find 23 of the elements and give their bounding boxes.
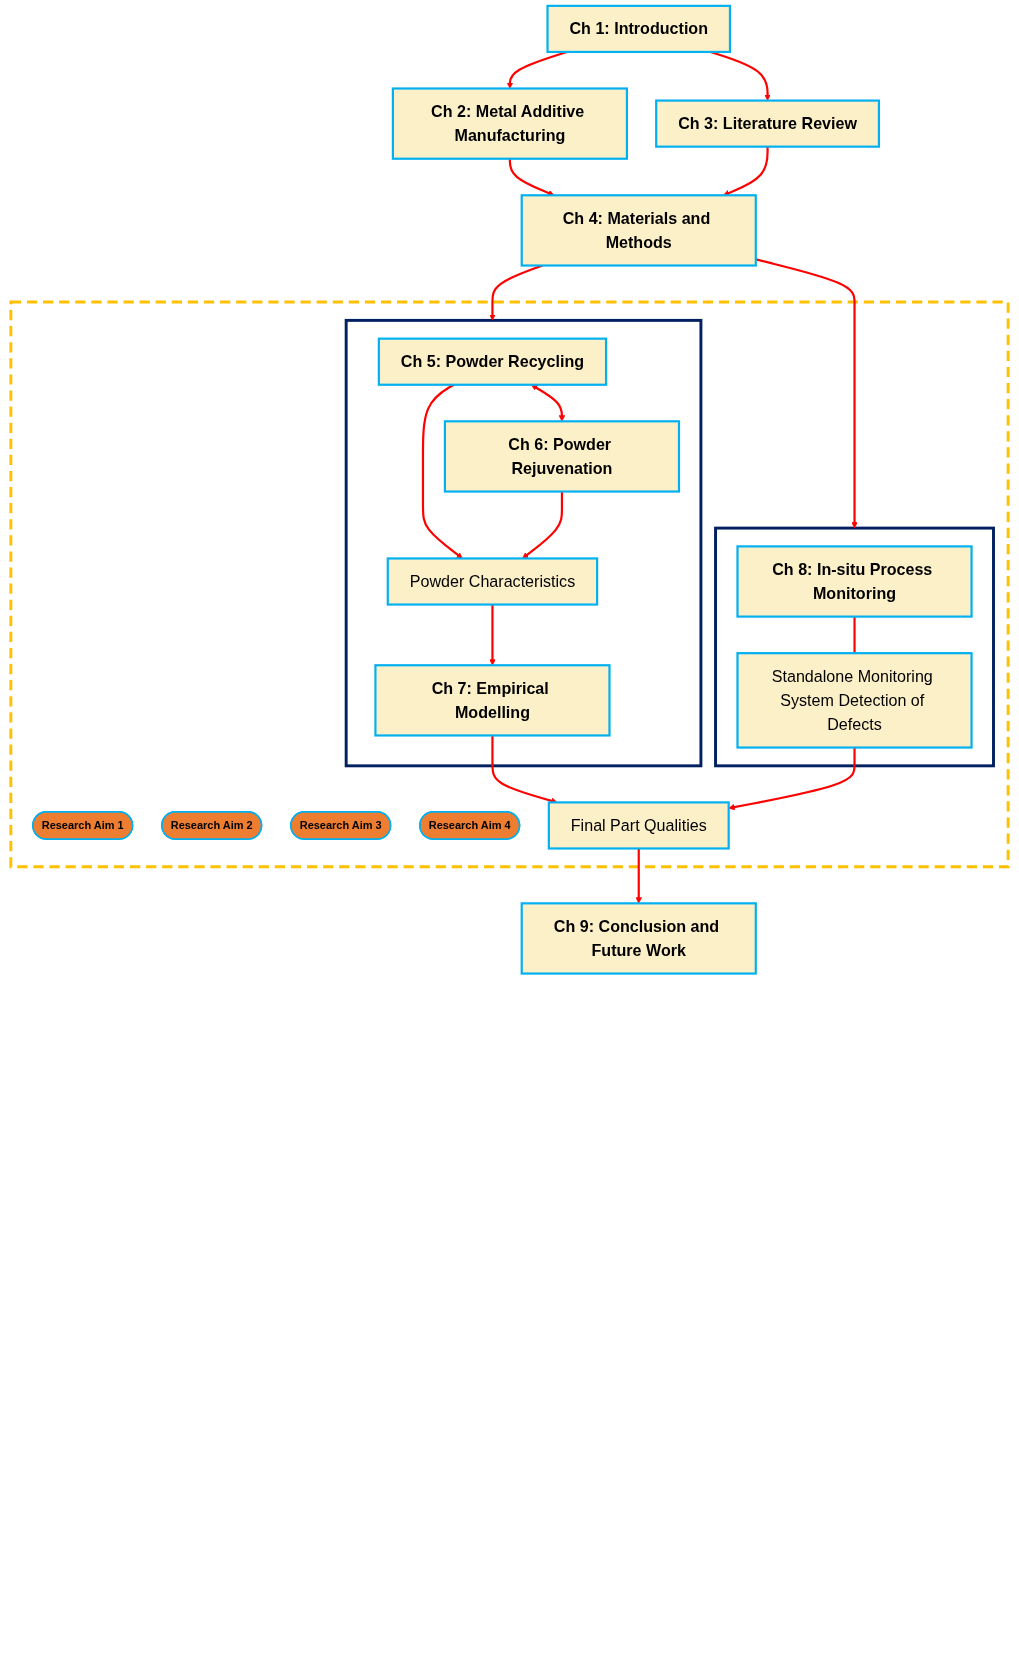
node-box: Ch 7: Empirical Modelling xyxy=(374,664,611,737)
node-box: Ch 5: Powder Recycling xyxy=(377,337,608,386)
node-box: Final Part Qualities xyxy=(547,801,730,850)
node-box: Ch 2: Metal Additive Manufacturing xyxy=(391,87,629,160)
arrow xyxy=(531,384,566,422)
node-box: Ch 3: Literature Review xyxy=(655,99,881,148)
arrow xyxy=(522,491,564,559)
arrow xyxy=(491,735,558,804)
node-box: Ch 1: Introduction xyxy=(546,4,732,54)
node-box: Ch 8: In-situ Process Monitoring xyxy=(736,545,973,618)
cluster xyxy=(9,300,1010,869)
arrow xyxy=(755,258,858,529)
node-box: Ch 4: Materials and Methods xyxy=(520,194,757,267)
arrow xyxy=(489,604,496,666)
arrow xyxy=(635,848,642,904)
node-box: Ch 6: Powder Rejuvenation xyxy=(443,420,681,493)
node-box: Standalone Monitoring System Detection of Defects xyxy=(736,652,973,749)
node-box: Powder Characteristics xyxy=(386,557,599,606)
cluster xyxy=(714,526,995,768)
connector xyxy=(853,616,856,654)
node-box: Ch 9: Conclusion and Future Work xyxy=(520,902,757,975)
cluster xyxy=(344,318,703,768)
arrow xyxy=(728,747,856,811)
